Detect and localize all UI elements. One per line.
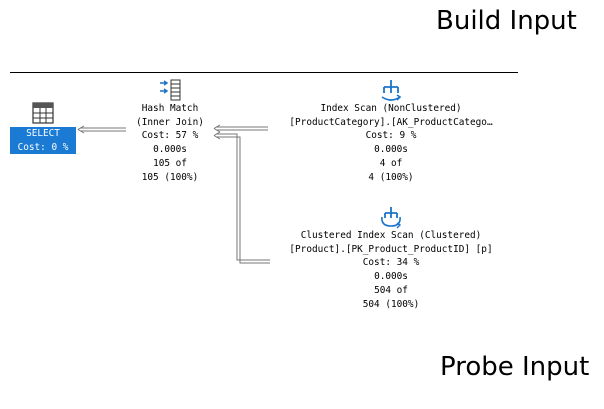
clustered-scan-rows-pct: 504 (100%) (362, 298, 420, 310)
clustered-scan-rows: 504 of (374, 284, 408, 296)
index-scan-object: [ProductCategory].[AK_ProductCatego… (289, 116, 493, 128)
hash-node-name: Hash Match (141, 103, 199, 114)
plan-node-clustered-index-scan[interactable]: Clustered Index Scan (Clustered) [Produc… (268, 205, 514, 311)
clustered-index-scan-icon (381, 207, 402, 229)
probe-input-label: Probe Input (440, 352, 590, 382)
select-node-label: SELECT (26, 128, 60, 139)
divider-line (10, 72, 518, 73)
hash-node-rows-pct: 105 (100%) (141, 171, 199, 183)
plan-node-select[interactable]: SELECT Cost: 0 % (10, 101, 76, 155)
hash-node-time: 0.000s (153, 144, 187, 156)
arrow-hash-to-select (77, 125, 126, 134)
arrow-clustered-to-hash (213, 131, 270, 264)
clustered-scan-cost: Cost: 34 % (362, 257, 420, 269)
index-scan-cost: Cost: 9 % (365, 130, 417, 142)
index-scan-rows: 4 of (379, 157, 403, 169)
index-scan-rows-pct: 4 (100%) (368, 171, 414, 183)
index-scan-time: 0.000s (374, 144, 408, 156)
clustered-scan-time: 0.000s (374, 271, 408, 283)
plan-node-hash-match[interactable]: Hash Match (Inner Join) Cost: 57 % 0.000… (120, 78, 220, 184)
index-scan-name: Index Scan (NonClustered) (320, 103, 462, 114)
select-node-highlight: SELECT Cost: 0 % (10, 127, 76, 155)
hash-node-cost: Cost: 57 % (141, 130, 199, 142)
clustered-scan-object: [Product].[PK_Product_ProductID] [p] (289, 243, 493, 255)
hash-node-rows: 105 of (153, 157, 187, 169)
clustered-scan-name: Clustered Index Scan (Clustered) (300, 230, 482, 241)
select-node-cost: Cost: 0 % (17, 141, 69, 153)
hash-match-icon (160, 79, 181, 101)
hash-node-join-type: (Inner Join) (136, 116, 204, 128)
build-input-label: Build Input (436, 6, 577, 36)
arrow-index-to-hash (213, 124, 268, 133)
select-result-icon (32, 102, 54, 124)
plan-node-index-scan[interactable]: Index Scan (NonClustered) [ProductCatego… (268, 78, 514, 184)
index-scan-icon (381, 80, 402, 101)
